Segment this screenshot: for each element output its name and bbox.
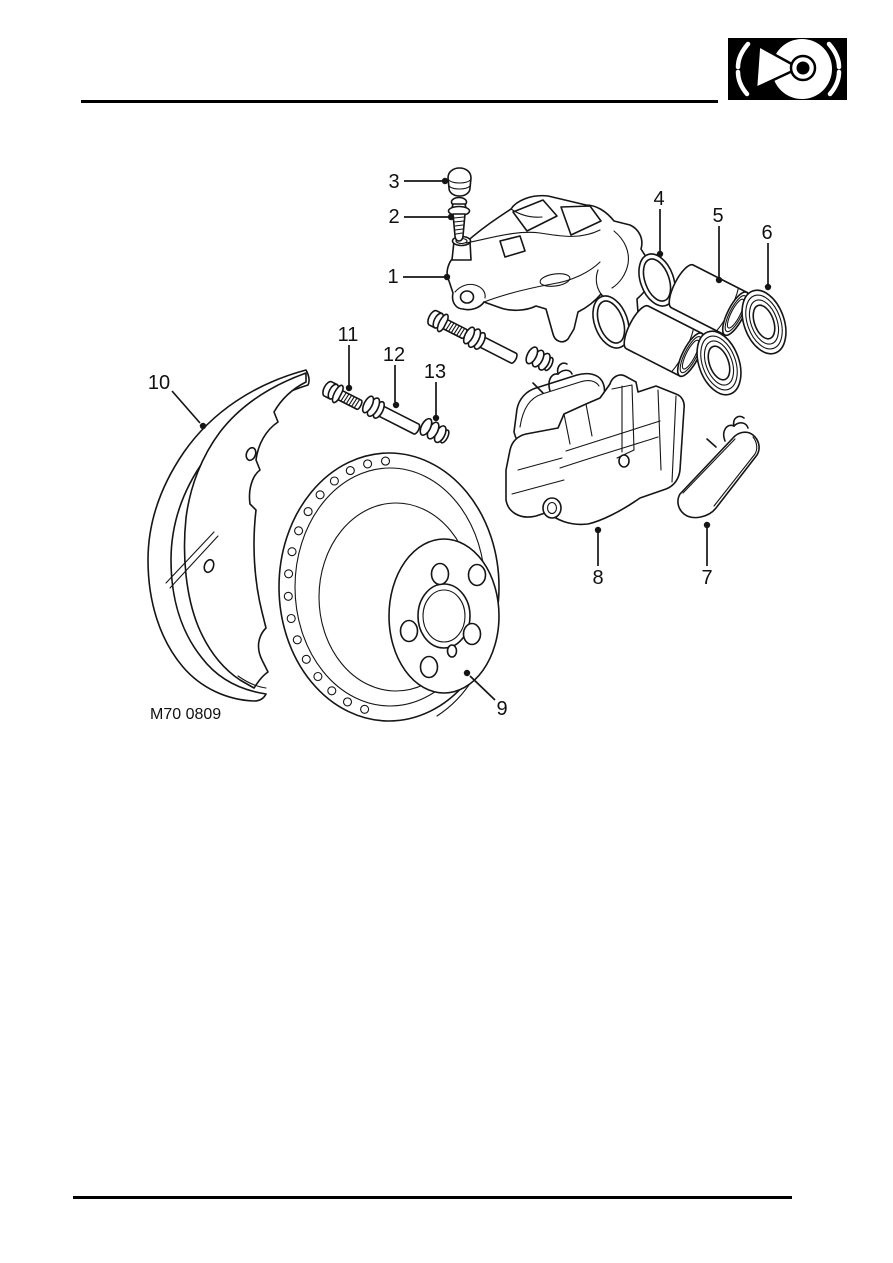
callout-10-dot [199, 422, 207, 430]
figure-code: M70 0809 [150, 706, 221, 723]
disc-vent-hole [286, 613, 296, 624]
callout-9-leader [469, 675, 496, 701]
callout-4-dot [656, 250, 664, 258]
callout-3-dot [441, 177, 449, 185]
callout-9-number: 9 [496, 698, 507, 720]
disc-vent-hole [380, 456, 391, 466]
disc-vent-hole [284, 569, 294, 579]
guide-pin-bolt-lower [322, 380, 363, 411]
callout-2-number: 2 [388, 206, 399, 228]
disc-vent-hole [301, 654, 311, 664]
callout-5-dot [715, 276, 723, 284]
outer-brake-pad-part [677, 415, 760, 519]
callout-6-dot [764, 283, 772, 291]
piston-seal-part [592, 253, 676, 349]
piston-dust-seal-part [696, 289, 787, 396]
callout-2-dot [447, 213, 455, 221]
callout-6-number: 6 [761, 222, 772, 244]
disc-vent-hole [292, 635, 302, 645]
splash-shield-part [147, 369, 310, 702]
disc-vent-hole [294, 526, 304, 536]
guide-pin-bush-upper [525, 346, 554, 372]
disc-vent-hole [345, 466, 355, 476]
callout-8-number: 8 [592, 567, 603, 589]
callout-11-number: 11 [338, 324, 359, 346]
callout-9-dot [463, 669, 471, 677]
callout-10-number: 10 [148, 372, 170, 394]
brake-disc-part [278, 452, 500, 722]
guide-pin-upper [462, 326, 518, 364]
callout-3-number: 3 [388, 171, 399, 193]
disc-vent-hole [342, 697, 353, 707]
disc-vent-hole [313, 671, 323, 682]
callout-5-number: 5 [712, 205, 723, 227]
disc-vent-holes [283, 456, 391, 714]
callout-10-leader [171, 390, 201, 424]
caliper-body-part [446, 194, 656, 343]
disc-vent-hole [360, 704, 370, 714]
callout-8-dot [594, 526, 602, 534]
callout-7-number: 7 [701, 567, 712, 589]
disc-vent-hole [363, 459, 373, 469]
disc-vent-hole [329, 476, 339, 486]
bleed-screw-cap-part [447, 167, 472, 197]
callout-4-number: 4 [653, 188, 664, 210]
brake-disc-icon [728, 38, 847, 100]
callout-7-dot [703, 521, 711, 529]
header-rule [81, 100, 718, 103]
piston-part [623, 263, 750, 378]
bleed-screw-part [447, 196, 471, 242]
disc-vent-hole [287, 547, 297, 557]
guide-pin-bush-lower [419, 417, 450, 444]
disc-vent-hole [303, 507, 313, 517]
footer-rule [73, 1196, 792, 1199]
disc-vent-hole [315, 490, 325, 500]
callout-12-number: 12 [383, 344, 405, 366]
guide-pin-lower [361, 395, 421, 435]
callout-12-dot [392, 401, 400, 409]
disc-vent-hole [327, 686, 337, 696]
callout-1-dot [443, 273, 451, 281]
callout-13-number: 13 [424, 361, 446, 383]
callout-13-dot [432, 414, 440, 422]
caliper-carrier-part [505, 374, 685, 526]
callout-1-number: 1 [387, 266, 398, 288]
disc-vent-hole [283, 591, 293, 601]
section-badge [728, 38, 847, 100]
callout-11-dot [345, 384, 353, 392]
